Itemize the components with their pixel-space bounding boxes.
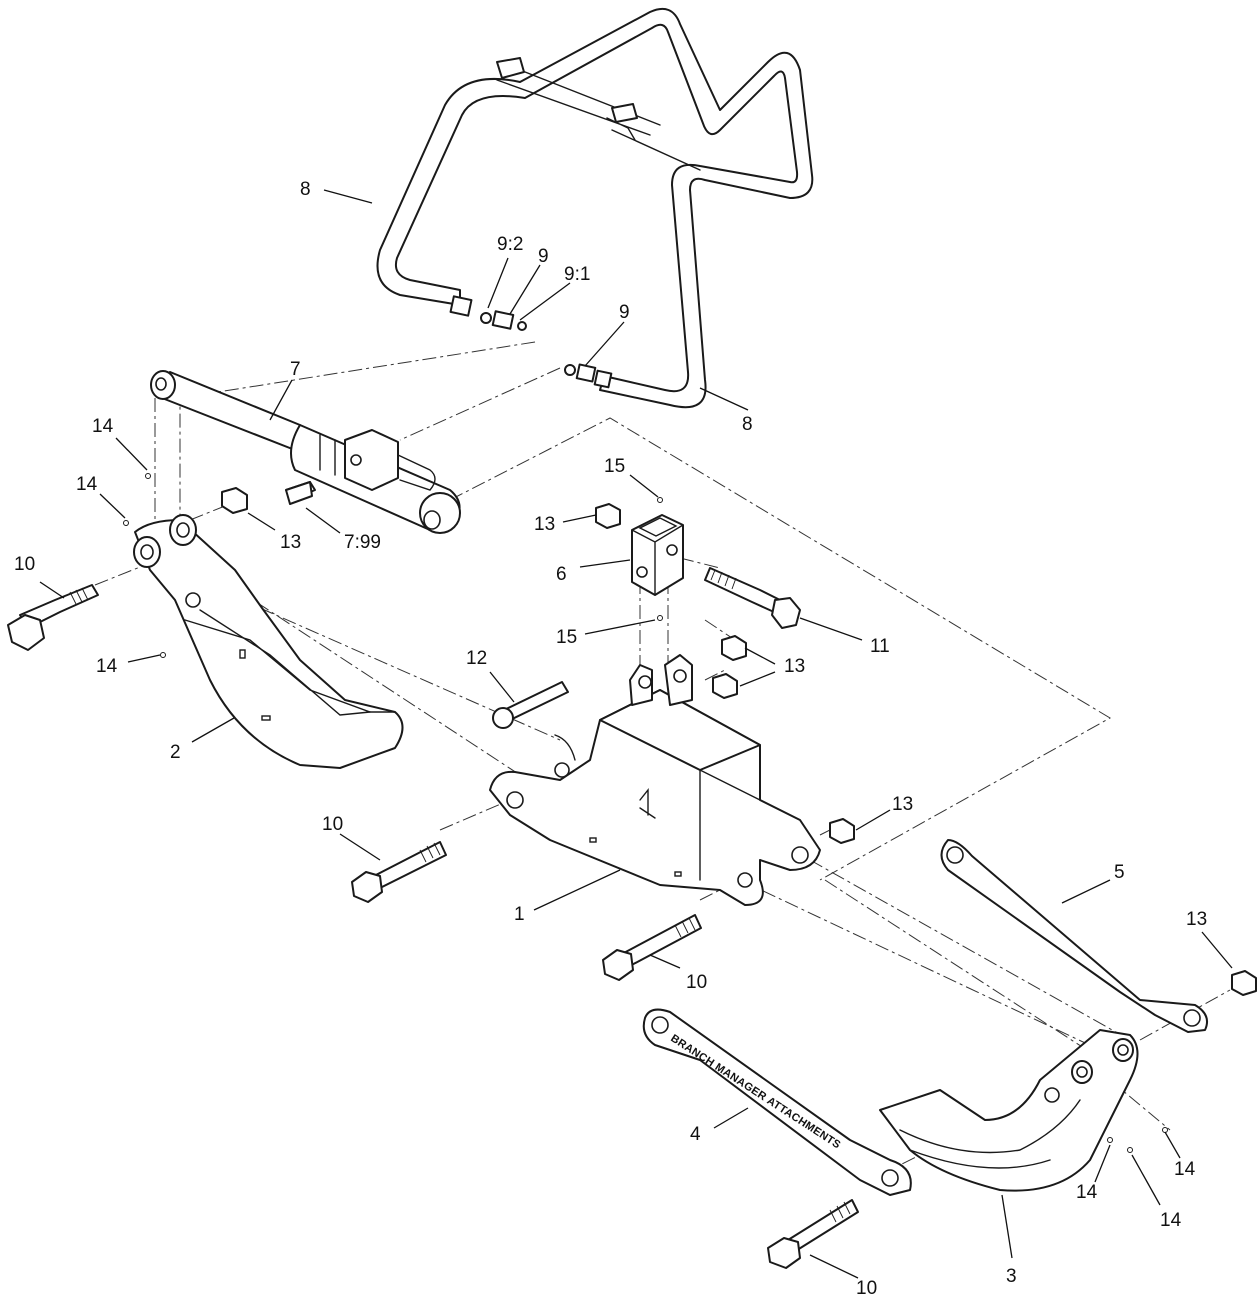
callout-13-e: 13 — [892, 794, 913, 815]
callout-9-2: 9:2 — [497, 234, 523, 255]
callout-14-a: 14 — [92, 416, 114, 437]
main-frame — [489, 654, 821, 906]
callout-14-e: 14 — [1076, 1182, 1098, 1203]
callout-14-c: 14 — [96, 656, 118, 677]
callout-labels: 8 9:2 9 9:1 9 8 7 14 14 13 7:99 15 13 6 … — [14, 179, 1207, 1299]
callout-9-upper: 9 — [538, 246, 549, 267]
link-arm-5 — [940, 839, 1208, 1033]
callout-1: 1 — [514, 904, 525, 925]
callout-10-d: 10 — [856, 1278, 877, 1299]
callout-9-lower: 9 — [619, 302, 630, 323]
bolt-10-bottom — [767, 1199, 859, 1269]
callout-10-a: 10 — [14, 554, 35, 575]
swivel-bracket — [631, 514, 684, 596]
callout-6: 6 — [556, 564, 567, 585]
callout-7: 7 — [290, 359, 301, 380]
nut-13-c — [721, 635, 747, 661]
callout-15-bottom: 15 — [556, 627, 577, 648]
callout-7-99: 7:99 — [344, 532, 381, 553]
callout-5: 5 — [1114, 862, 1125, 883]
nut-13-a — [221, 487, 248, 514]
bolt-7-99 — [285, 481, 313, 505]
branded-arm-4: BRANCH MANAGER ATTACHMENTS — [642, 1008, 912, 1196]
callout-14-d: 14 — [1174, 1159, 1196, 1180]
assembly-centerlines — [94, 341, 1231, 1176]
nut-13-f — [1231, 970, 1257, 996]
callout-13-a: 13 — [280, 532, 301, 553]
hydraulic-tube-assembly — [376, 8, 814, 409]
callout-2: 2 — [170, 742, 181, 763]
callout-13-f: 13 — [1186, 909, 1207, 930]
callout-12: 12 — [466, 648, 487, 669]
pin-12 — [492, 681, 569, 729]
fitting-9-upper — [449, 295, 527, 331]
grapple-tine-left — [133, 514, 404, 769]
callout-11: 11 — [870, 636, 890, 657]
callout-15-top: 15 — [604, 456, 625, 477]
bolt-10-lower-mid — [602, 914, 702, 981]
callout-9-1: 9:1 — [564, 264, 590, 285]
nut-13-d — [712, 673, 738, 699]
nut-13-e — [829, 818, 855, 844]
callout-14-f: 14 — [1160, 1210, 1182, 1231]
callout-10-b: 10 — [322, 814, 343, 835]
callout-4: 4 — [690, 1124, 701, 1145]
leader-lines — [39, 189, 1233, 1279]
callout-10-c: 10 — [686, 972, 707, 993]
callout-3: 3 — [1006, 1266, 1017, 1287]
nut-13-b — [595, 503, 621, 529]
bolt-10-left — [7, 584, 99, 651]
callout-14-b: 14 — [76, 474, 98, 495]
callout-13-c: 13 — [784, 656, 805, 677]
callout-8-bottom: 8 — [742, 414, 753, 435]
hydraulic-cylinder — [150, 370, 461, 534]
callout-8-top: 8 — [300, 179, 311, 200]
fitting-9-lower — [564, 363, 613, 389]
callout-13-b: 13 — [534, 514, 555, 535]
bolt-11 — [704, 567, 801, 629]
grapple-tine-right — [879, 1029, 1139, 1192]
bolt-10-mid — [351, 841, 447, 903]
